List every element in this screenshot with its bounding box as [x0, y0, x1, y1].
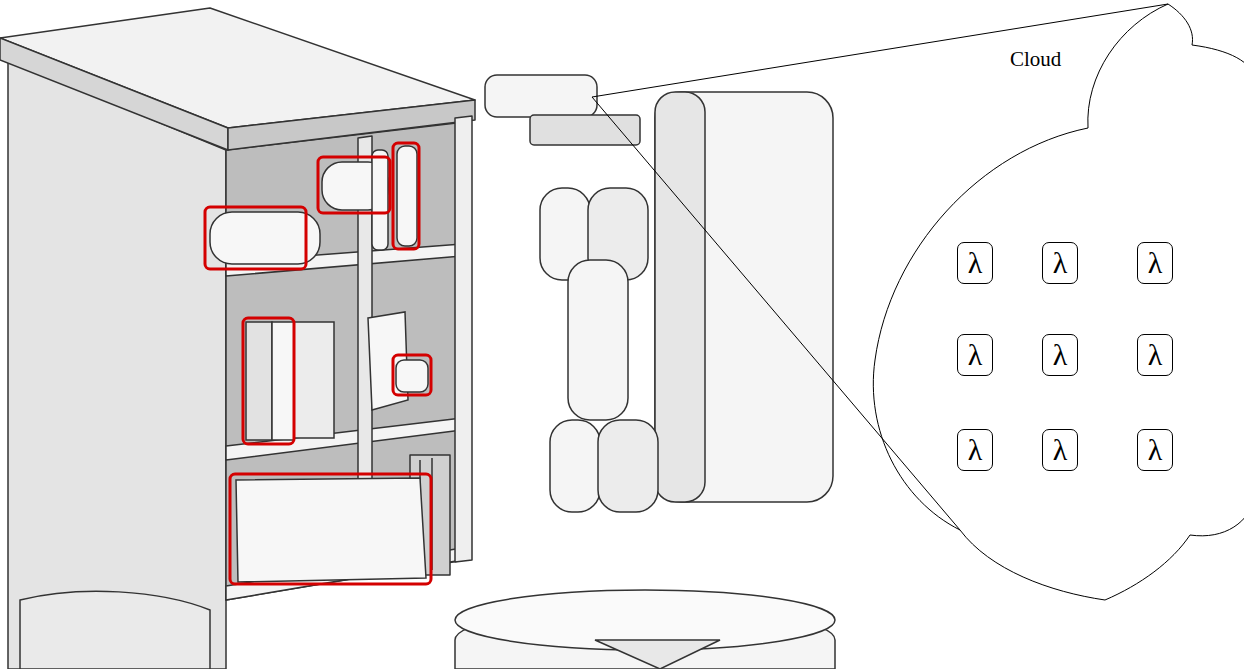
- lambda-function-box: λ: [1042, 242, 1078, 284]
- lambda-symbol: λ: [968, 435, 983, 465]
- shelf-objects: [20, 146, 428, 669]
- lambda-function-box: λ: [1137, 429, 1173, 471]
- lambda-function-box: λ: [1137, 242, 1173, 284]
- lambda-function-box: λ: [1137, 334, 1173, 376]
- lambda-symbol: λ: [1053, 340, 1068, 370]
- lambda-symbol: λ: [1148, 248, 1163, 278]
- cloud-outline: [860, 0, 1244, 610]
- robot: [455, 75, 835, 669]
- lambda-symbol: λ: [1053, 248, 1068, 278]
- lambda-symbol: λ: [968, 340, 983, 370]
- cloud-region: Cloud λ λ λ λ λ λ λ λ λ: [860, 0, 1244, 610]
- highlight-boxes: [205, 143, 431, 584]
- lambda-symbol: λ: [1053, 435, 1068, 465]
- cloud-tail-lines: [592, 4, 1168, 530]
- lambda-function-box: λ: [957, 334, 993, 376]
- lambda-function-box: λ: [957, 429, 993, 471]
- lambda-symbol: λ: [968, 248, 983, 278]
- lambda-function-box: λ: [1042, 429, 1078, 471]
- lambda-function-box: λ: [957, 242, 993, 284]
- bookshelf: [0, 8, 475, 669]
- lambda-symbol: λ: [1148, 340, 1163, 370]
- lambda-symbol: λ: [1148, 435, 1163, 465]
- lambda-function-box: λ: [1042, 334, 1078, 376]
- cloud-label: Cloud: [1010, 47, 1061, 72]
